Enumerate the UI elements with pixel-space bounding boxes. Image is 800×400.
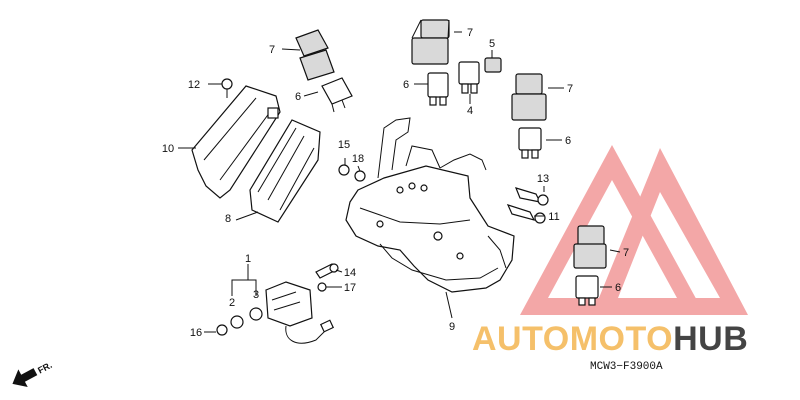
fuse-box [265,281,335,344]
callout-10: 10 [162,143,174,155]
direction-label: FR. [36,360,53,376]
relay-cover-top [411,19,450,65]
bolt-14 [315,263,339,279]
callout-7-left: 7 [269,44,275,56]
callout-6-top: 6 [403,79,409,91]
relay-cover-right [511,73,547,121]
watermark-text: AUTOMOTOHUB [472,320,748,358]
main-bracket [345,117,515,293]
callout-3: 3 [253,289,259,301]
ecu-unit [249,119,321,223]
watermark-logo-icon [520,145,748,315]
relay-right [518,127,542,159]
callout-5: 5 [489,38,495,50]
bolt-13 [514,187,549,206]
callout-14: 14 [344,267,356,279]
callout-6-lower: 6 [615,282,621,294]
watermark-word-auto: AUTO [472,320,570,358]
ecu-bracket [191,85,281,199]
callout-7-lower: 7 [623,247,629,259]
callout-16: 16 [190,327,202,339]
callout-9: 9 [449,321,455,333]
callout-7-right: 7 [567,83,573,95]
relay-cover-left [295,29,335,81]
bolt-11 [506,204,546,224]
callout-15: 15 [338,139,350,151]
front-direction-arrow-icon: FR. [12,360,54,388]
callout-2: 2 [229,297,235,309]
watermark-word-moto: MOTO [570,320,673,358]
callout-4: 4 [467,105,473,117]
callout-13: 13 [537,173,549,185]
relay-top-left [427,72,449,106]
grommet-2 [230,315,244,329]
washer-17 [317,282,327,292]
bolt-12 [221,78,233,98]
nut-18 [354,170,366,182]
callout-1: 1 [245,253,251,265]
callout-7-top: 7 [467,27,473,39]
callout-18: 18 [352,153,364,165]
callout-6-left: 6 [295,91,301,103]
bolt-16 [216,324,228,336]
relay-cover-lower [573,225,607,269]
callout-17: 17 [344,282,356,294]
leader-lines [178,31,621,333]
callout-12: 12 [188,79,200,91]
callout-11: 11 [548,211,559,223]
figure-code: MCW3−F3900A [590,361,663,373]
callout-8: 8 [225,213,231,225]
relay-lower [575,275,599,306]
relay-top-mid [458,61,480,94]
relay-left [321,77,353,113]
collar-3 [249,307,263,321]
nut-15 [338,164,350,176]
small-relay [484,57,502,73]
callout-6-right: 6 [565,135,571,147]
watermark-word-hub: HUB [673,320,748,358]
